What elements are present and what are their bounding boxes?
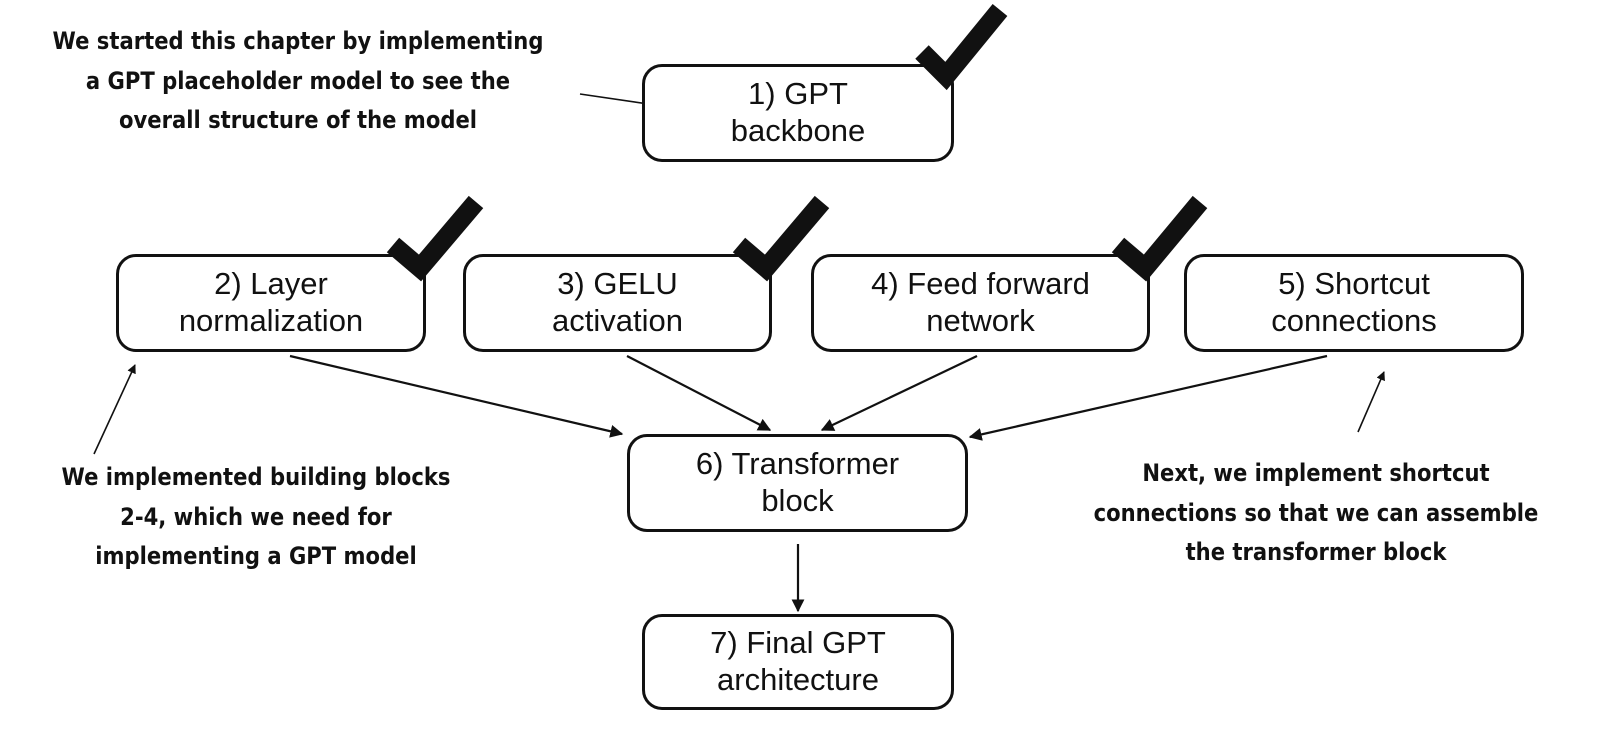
checkmark-icon	[386, 195, 484, 282]
note-bottom-right-line2: connections so that we can assemble	[1093, 498, 1539, 527]
note-top-left-line2: a GPT placeholder model to see the	[85, 66, 511, 95]
edge-feed-forward-to-transformer	[820, 355, 978, 431]
box-gelu-activation: 3) GELU activation	[463, 254, 772, 352]
box-feed-forward-network-line2: network	[926, 303, 1035, 338]
box-shortcut-connections: 5) Shortcut connections	[1184, 254, 1524, 352]
box-gelu-activation-line1: 3) GELU	[557, 266, 678, 302]
checkmark-icon	[915, 3, 1008, 91]
checkmark-icon	[732, 195, 830, 282]
box-final-gpt-architecture-line2: architecture	[717, 662, 879, 697]
box-layer-normalization-line2: normalization	[178, 303, 364, 338]
box-feed-forward-network-line1: 4) Feed forward	[871, 266, 1090, 302]
box-layer-normalization: 2) Layer normalization	[116, 254, 426, 352]
box-final-gpt-architecture: 7) Final GPT architecture	[642, 614, 954, 710]
note-top-left-line1: We started this chapter by implementing	[52, 27, 544, 55]
note-bottom-left: We implemented building blocks 2-4, whic…	[32, 458, 479, 577]
pointer-bottom-left-note	[93, 364, 136, 455]
edge-layer-norm-to-transformer	[289, 354, 624, 438]
note-bottom-left-line3: implementing a GPT model	[95, 542, 417, 571]
note-bottom-left-line1: We implemented building blocks	[61, 463, 451, 491]
box-layer-normalization-line1: 2) Layer	[214, 266, 328, 302]
box-transformer-block: 6) Transformer block	[627, 434, 968, 532]
box-feed-forward-network: 4) Feed forward network	[811, 254, 1150, 352]
box-gpt-backbone-line2: backbone	[730, 113, 866, 148]
box-final-gpt-architecture-line1: 7) Final GPT	[710, 625, 886, 661]
edge-gelu-to-transformer	[626, 355, 772, 431]
note-top-left-line3: overall structure of the model	[118, 106, 478, 135]
box-transformer-block-line1: 6) Transformer	[695, 446, 900, 482]
note-top-left: We started this chapter by implementing …	[45, 22, 552, 141]
box-gelu-activation-line2: activation	[552, 303, 683, 338]
edge-shortcut-to-transformer	[968, 354, 1328, 441]
note-bottom-right: Next, we implement shortcut connections …	[1064, 454, 1567, 573]
box-shortcut-connections-line1: 5) Shortcut	[1278, 266, 1430, 302]
note-bottom-right-line1: Next, we implement shortcut	[1142, 459, 1490, 487]
box-transformer-block-line2: block	[761, 483, 834, 518]
note-bottom-right-line3: the transformer block	[1185, 538, 1447, 567]
box-gpt-backbone: 1) GPT backbone	[642, 64, 954, 162]
pointer-bottom-right-note	[1357, 371, 1385, 433]
box-shortcut-connections-line2: connections	[1271, 303, 1437, 338]
note-bottom-left-line2: 2-4, which we need for	[120, 502, 392, 531]
checkmark-icon	[1111, 195, 1208, 282]
box-gpt-backbone-line1: 1) GPT	[748, 76, 848, 112]
